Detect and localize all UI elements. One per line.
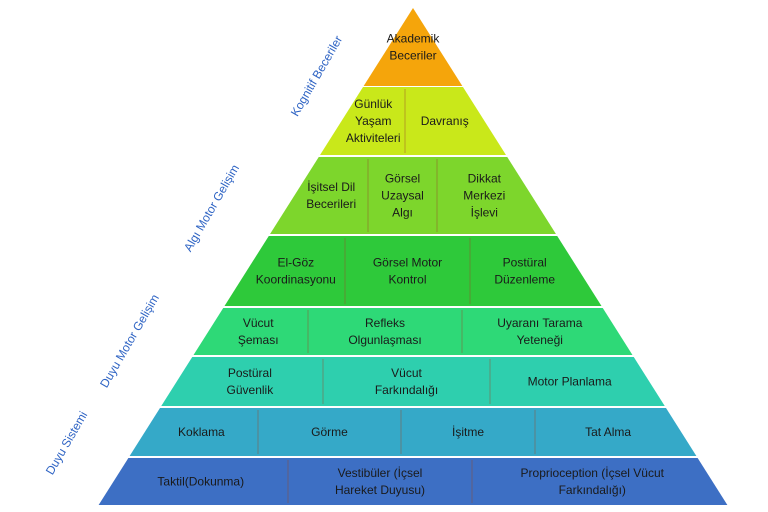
level-7-cell-1-line-1: Koklama (178, 425, 225, 439)
level-8-band (98, 458, 728, 505)
level-3-cell-3-line-1: Dikkat (468, 172, 502, 186)
side-label-duyu-motor: Duyu Motor Gelişim (97, 292, 162, 390)
level-6-cell-3-label: Motor Planlama (528, 375, 612, 389)
level-7-cell-2-label: Görme (311, 425, 348, 439)
level-3-cell-2-line-3: Algı (392, 206, 413, 220)
level-6-cell-1-line-1: Postüral (228, 366, 272, 380)
level-2-cell-2-line-1: Davranış (421, 114, 469, 128)
level-5-band (193, 308, 633, 355)
level-2-cell-1-line-2: Yaşam (355, 114, 391, 128)
level-5-cell-2-line-1: Refleks (365, 316, 405, 330)
level-8-cell-2-line-2: Hareket Duyusu) (335, 483, 425, 497)
level-4-cell-3-line-2: Düzenleme (494, 273, 555, 287)
level-3-cell-3-line-3: İşlevi (471, 206, 498, 220)
level-4-band (224, 236, 602, 306)
level-3-cell-1-line-2: Becerileri (306, 197, 356, 211)
level-6-cell-1-line-2: Güvenlik (227, 383, 275, 397)
level-5-cell-3-line-2: Yeteneği (517, 333, 563, 347)
level-4-cell-2-line-1: Görsel Motor (373, 256, 442, 270)
level-7-cell-4-line-1: Tat Alma (585, 425, 631, 439)
level-6-band (161, 357, 665, 406)
level-3-cell-3-line-2: Merkezi (463, 189, 505, 203)
level-6-cell-2-line-1: Vücut (391, 366, 422, 380)
level-2-cell-1-line-3: Aktiviteleri (346, 131, 401, 145)
level-4-cell-1-line-2: Koordinasyonu (256, 273, 336, 287)
level-5-cell-3-line-1: Uyaranı Tarama (497, 316, 582, 330)
level-7-band (129, 408, 697, 456)
level-8-cell-1-label: Taktil(Dokunma) (157, 475, 244, 489)
level-6-cell-3-line-1: Motor Planlama (528, 375, 612, 389)
level-6-cell-2-line-2: Farkındalığı (375, 383, 438, 397)
side-label-kognitif: Kognitif Beceriler (288, 33, 345, 119)
level-4-cell-2-line-2: Kontrol (388, 273, 426, 287)
level-7-cell-3-line-1: İşitme (452, 425, 484, 439)
level-3-cell-2-line-1: Görsel (385, 172, 420, 186)
level-1-cell-1-line-1: Akademik (387, 32, 441, 46)
level-5-cell-1-line-1: Vücut (243, 316, 274, 330)
pyramid-level-7: Koklama Görme İşitme Tat Alma (129, 408, 697, 456)
level-7-cell-3-label: İşitme (452, 425, 484, 439)
level-1-band (363, 8, 463, 86)
level-3-band (270, 157, 556, 234)
level-7-cell-1-label: Koklama (178, 425, 225, 439)
level-2-cell-2-label: Davranış (421, 114, 469, 128)
side-label-algi-motor: Algı Motor Gelişim (181, 162, 242, 254)
level-8-cell-2-line-1: Vestibüler (İçsel (338, 466, 423, 480)
level-8-cell-3-line-2: Farkındalığı) (559, 483, 626, 497)
side-label-duyu-sistemi: Duyu Sistemi (43, 409, 90, 477)
level-4-cell-3-line-1: Postüral (503, 256, 547, 270)
level-3-cell-2-line-2: Uzaysal (381, 189, 424, 203)
level-2-cell-1-line-1: Günlük (354, 97, 393, 111)
level-1-cell-1-line-2: Beceriler (389, 49, 436, 63)
level-7-cell-2-line-1: Görme (311, 425, 348, 439)
level-5-cell-1-line-2: Şeması (238, 333, 279, 347)
level-2-band (320, 87, 506, 155)
level-8-cell-1-line-1: Taktil(Dokunma) (157, 475, 244, 489)
level-5-cell-2-line-2: Olgunlaşması (348, 333, 421, 347)
level-7-cell-4-label: Tat Alma (585, 425, 631, 439)
level-3-cell-1-line-1: İşitsel Dil (307, 180, 355, 194)
level-8-cell-3-line-1: Proprioception (İçsel Vücut (521, 466, 665, 480)
level-4-cell-1-line-1: El-Göz (277, 256, 314, 270)
